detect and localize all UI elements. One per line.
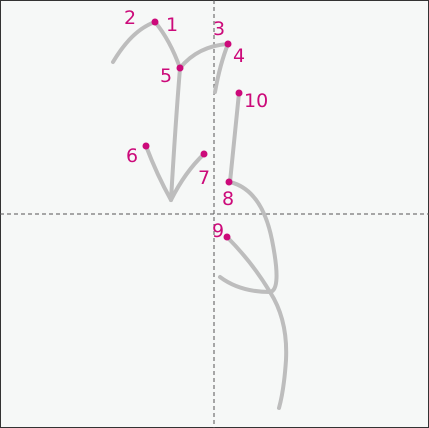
marker-label-1: 1 bbox=[166, 14, 178, 36]
stroke-hook-vertical bbox=[228, 91, 241, 184]
marker-dot-5 bbox=[176, 64, 184, 72]
marker-dot-10 bbox=[235, 89, 243, 97]
character-strokes bbox=[111, 20, 289, 410]
marker-label-5: 5 bbox=[160, 65, 172, 87]
stroke-lower-loop bbox=[218, 235, 272, 294]
marker-label-6: 6 bbox=[126, 145, 138, 167]
marker-label-7: 7 bbox=[198, 167, 210, 189]
marker-dot-8 bbox=[225, 178, 233, 186]
marker-label-3: 3 bbox=[213, 18, 225, 40]
marker-label-8: 8 bbox=[222, 188, 234, 210]
stroke-right-diagonal bbox=[169, 152, 206, 202]
marker-dot-6 bbox=[142, 142, 150, 150]
order-markers: 1 2 3 4 5 6 7 8 9 10 bbox=[124, 7, 268, 242]
marker-label-4: 4 bbox=[233, 45, 245, 67]
stroke-vertical-stem bbox=[169, 66, 182, 202]
marker-dot-7 bbox=[200, 150, 208, 158]
marker-label-9: 9 bbox=[212, 220, 224, 242]
marker-label-10: 10 bbox=[244, 90, 268, 112]
marker-dot-4 bbox=[224, 40, 232, 48]
marker-label-2: 2 bbox=[124, 7, 136, 29]
marker-dot-9 bbox=[223, 233, 231, 241]
marker-dot-2 bbox=[151, 18, 159, 26]
stroke-left-diagonal bbox=[144, 144, 173, 202]
